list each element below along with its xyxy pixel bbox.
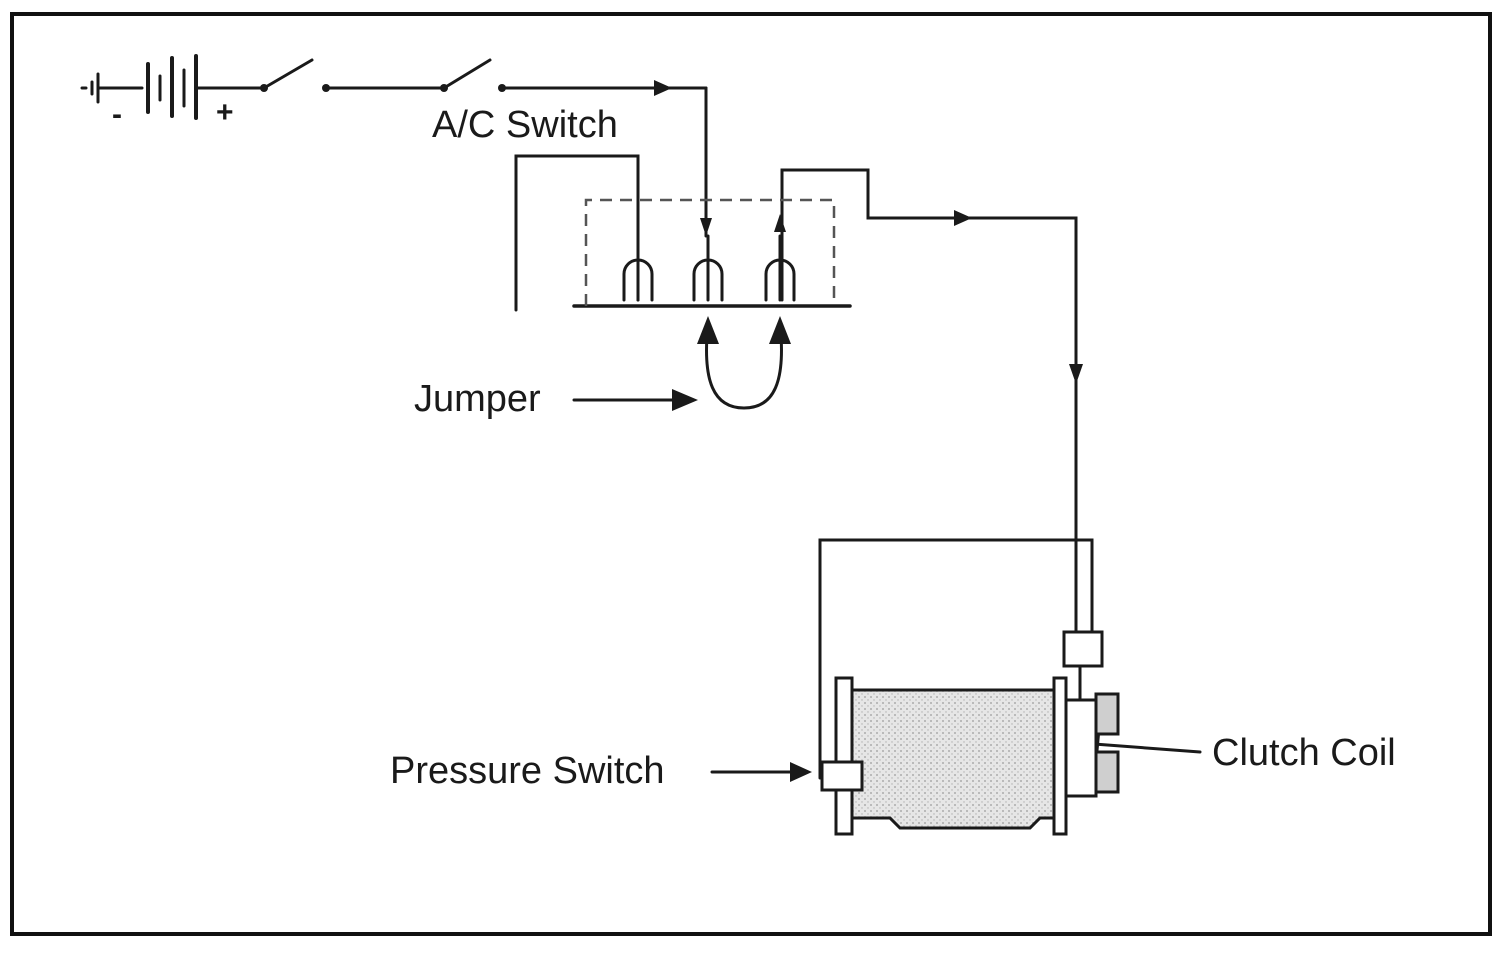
pressure-switch-label: Pressure Switch [390, 750, 665, 792]
flow-arrows [654, 80, 1100, 782]
ground-icon [80, 72, 144, 104]
clutch-coil-label: Clutch Coil [1212, 732, 1396, 774]
jumper-label: Jumper [414, 378, 541, 420]
jumper-wire [705, 322, 783, 410]
coil-connector [1062, 630, 1104, 668]
battery-positive-sign: + [216, 96, 234, 129]
relay-outline [584, 198, 836, 306]
ignition-switch-icon [262, 58, 314, 90]
wire-segment [818, 538, 1094, 780]
diagram-frame [10, 12, 1492, 936]
ac-switch-label: A/C Switch [432, 104, 618, 146]
battery-icon [146, 54, 264, 120]
compressor-icon [834, 676, 1120, 836]
relay-terminals [622, 234, 796, 302]
junction-dots [260, 84, 506, 92]
wire-segment [780, 168, 1078, 544]
clutch-coil-pointer [1092, 742, 1202, 754]
battery-negative-sign: - [112, 98, 122, 131]
wire-segment [514, 154, 640, 312]
pressure-switch-icon [820, 760, 864, 792]
ac-switch-icon [442, 58, 492, 90]
